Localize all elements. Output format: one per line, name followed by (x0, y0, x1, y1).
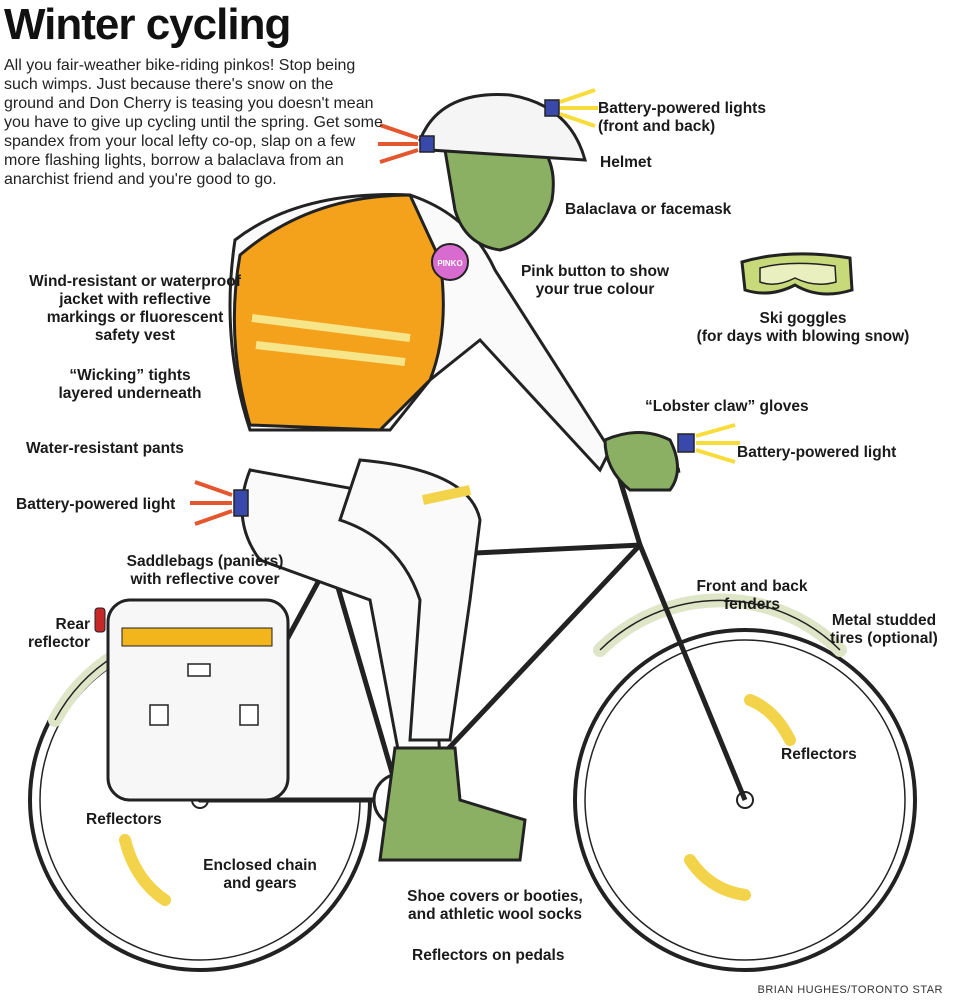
label-saddlebags: Saddlebags (paniers) with reflective cov… (126, 553, 284, 588)
lobster-glove (603, 431, 679, 492)
intro-text: All you fair-weather bike-riding pinkos!… (4, 57, 383, 188)
front-wheel-reflector-2 (684, 854, 751, 901)
seat-rear-light (190, 480, 249, 526)
label-battery-lights-front-back: Battery-powered lights (front and back) (598, 100, 766, 135)
rider: PINKO (228, 93, 679, 862)
label-reflectors-rear: Reflectors (86, 811, 162, 828)
saddlebag-reflective-strip (121, 627, 273, 647)
page-title: Winter cycling (4, 0, 291, 49)
handlebar-light (677, 423, 740, 464)
label-chain: Enclosed chain and gears (203, 857, 317, 892)
label-reflectors-front: Reflectors (781, 746, 857, 763)
label-pink-button: Pink button to show your true colour (520, 263, 670, 298)
front-wheel (573, 593, 917, 972)
front-wheel-reflector (744, 694, 796, 746)
label-battery-light-rear: Battery-powered light (16, 496, 176, 513)
label-shoe-covers: Shoe covers or booties, and athletic woo… (407, 888, 583, 923)
label-pants: Water-resistant pants (26, 440, 184, 457)
label-fenders: Front and back fenders (696, 578, 808, 613)
shoe-cover (378, 746, 527, 862)
ski-goggles (740, 252, 854, 296)
vest-reflective-stripe (251, 314, 411, 342)
helmet-rear-light (378, 123, 435, 164)
pink-button-text: PINKO (437, 259, 462, 268)
helmet (418, 93, 588, 162)
label-rear-reflector: Rear reflector (27, 616, 90, 651)
saddlebag (94, 598, 290, 802)
label-studded-tires: Metal studded tires (optional) (830, 612, 938, 647)
label-ski-goggles: Ski goggles (for days with blowing snow) (696, 310, 910, 345)
helmet-front-light (544, 88, 598, 128)
rear-wheel-reflector (119, 834, 171, 906)
label-lobster-gloves: “Lobster claw” gloves (645, 398, 809, 415)
safety-vest (232, 193, 445, 432)
label-battery-light-handlebar: Battery-powered light (737, 444, 897, 461)
label-tights: “Wicking” tights layered underneath (58, 367, 202, 402)
label-jacket: Wind-resistant or waterproof jacket with… (29, 273, 241, 344)
credit-line: BRIAN HUGHES/TORONTO STAR (757, 984, 943, 996)
leg-reflective-band (421, 485, 472, 505)
rear-reflector (94, 607, 106, 633)
label-balaclava: Balaclava or facemask (565, 201, 732, 218)
pink-button (431, 243, 469, 281)
label-pedal-reflectors: Reflectors on pedals (412, 947, 565, 964)
label-helmet: Helmet (600, 154, 652, 171)
